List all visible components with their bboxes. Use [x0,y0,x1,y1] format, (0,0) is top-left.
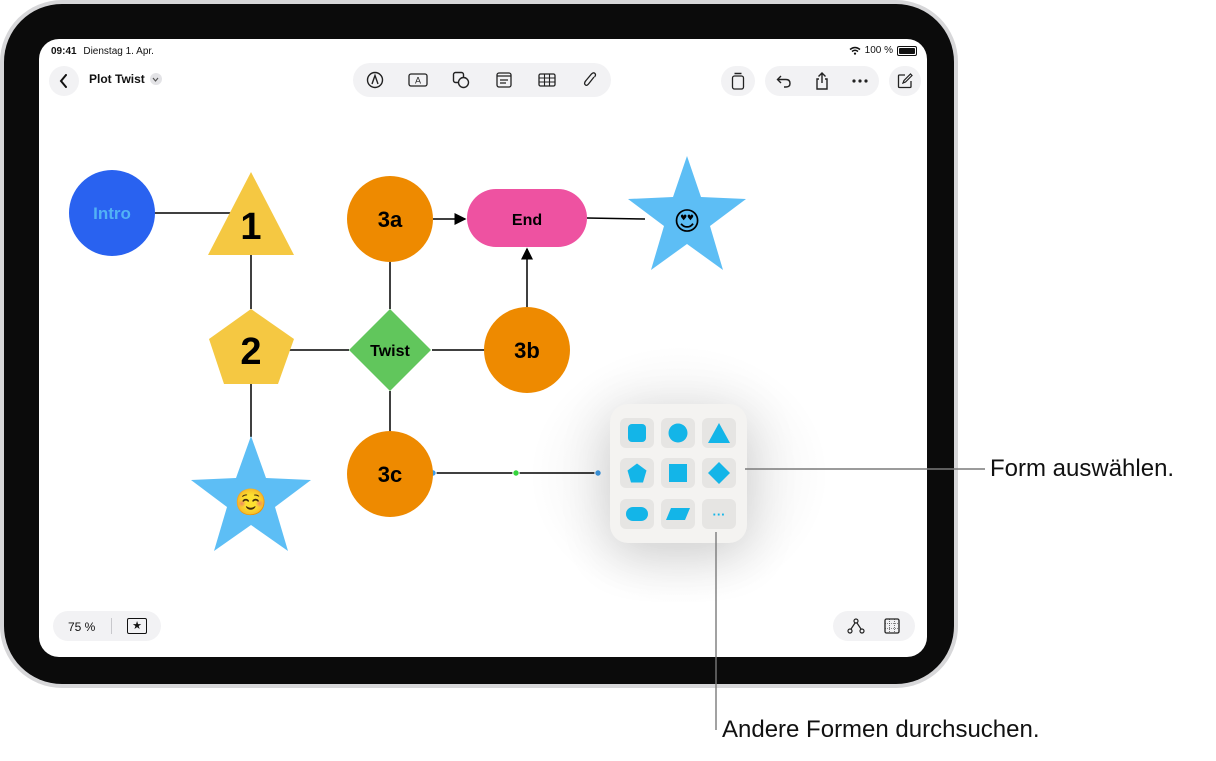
shape-pentagon-button[interactable] [620,458,654,488]
shape-capsule-button[interactable] [620,499,654,529]
more-icon[interactable] [845,66,875,96]
compose-icon [897,73,913,89]
actions-toolbar [765,66,879,96]
document-title[interactable]: Plot Twist [89,72,162,86]
battery-percent: 100 % [864,45,893,56]
pentagon-shape-icon [627,463,647,483]
zoom-control: 75 % ★ [53,611,161,641]
text-box-icon[interactable]: A [403,65,433,95]
node-1[interactable]: 1 [208,172,294,255]
shape-rounded-square-button[interactable] [620,418,654,448]
sticky-note-icon[interactable] [489,65,519,95]
diamond-shape-icon [708,462,730,484]
node-3b-label: 3b [514,338,540,363]
node-intro[interactable]: Intro [69,170,155,256]
chevron-left-icon [59,74,67,88]
more-shapes-button[interactable]: ··· [702,499,736,529]
chevron-down-icon[interactable] [149,73,162,85]
parallelogram-shape-icon [666,508,690,520]
node-end-label: End [512,212,542,229]
circle-shape-icon [668,423,688,443]
share-icon[interactable] [807,66,837,96]
node-twist[interactable]: Twist [349,309,431,391]
node-2-label: 2 [240,331,261,373]
status-right: 100 % [849,45,917,56]
resize-corner-icon [906,637,920,651]
bottom-right-tools [833,611,915,641]
node-2[interactable]: 2 [209,309,294,384]
rounded-square-shape-icon [628,424,646,442]
attachment-icon[interactable] [575,65,605,95]
wifi-icon [849,46,861,55]
favorite-view-icon[interactable]: ★ [127,618,147,634]
back-button[interactable] [49,66,79,96]
status-time: 09:41 [51,46,77,57]
shapes-icon[interactable] [446,65,476,95]
callout-browse-shapes: Andere Formen durchsuchen. [722,716,1040,743]
zoom-divider [111,618,112,634]
status-date: Dienstag 1. Apr. [83,46,154,57]
square-shape-icon [669,464,687,482]
node-3a[interactable]: 3a [347,176,433,262]
connector-end-star[interactable] [586,217,646,220]
connection-points-icon[interactable] [847,618,865,634]
shape-square-button[interactable] [661,458,695,488]
table-icon[interactable] [532,65,562,95]
undo-icon[interactable] [769,66,799,96]
capsule-shape-icon [626,507,648,521]
callout-select-shape: Form auswählen. [990,455,1175,482]
shape-picker-popover: ··· [610,404,747,543]
node-3a-label: 3a [378,207,403,232]
node-3b[interactable]: 3b [484,307,570,393]
shape-circle-button[interactable] [661,418,695,448]
svg-text:A: A [414,76,420,86]
node-end[interactable]: End [467,189,587,247]
node-intro-label: Intro [93,204,131,223]
document-title-label: Plot Twist [89,72,145,86]
shape-triangle-button[interactable] [702,418,736,448]
insert-toolbar: A [353,63,611,97]
ipad-bezel: 09:41 Dienstag 1. Apr. 100 % Plot Twist [4,4,954,684]
compose-button[interactable] [889,66,921,96]
clipboard-button[interactable] [721,66,755,96]
status-datetime: 09:41 Dienstag 1. Apr. [51,46,154,57]
grid-icon[interactable] [884,618,900,634]
shape-diamond-button[interactable] [702,458,736,488]
node-star-love[interactable]: 😍 [628,156,746,270]
node-1-label: 1 [240,206,261,248]
emoji-love-label: 😍 [673,207,700,237]
status-bar: 09:41 Dienstag 1. Apr. 100 % [39,39,927,61]
more-shapes-icon: ··· [712,506,726,522]
node-star-smile[interactable]: ☺️ [191,436,311,551]
battery-icon [897,45,917,56]
connector-mid-handle[interactable] [512,469,520,477]
emoji-smile-label: ☺️ [235,488,267,518]
node-twist-label: Twist [370,343,410,360]
node-3c-label: 3c [378,462,402,487]
ipad-device: 09:41 Dienstag 1. Apr. 100 % Plot Twist [0,0,958,688]
triangle-shape-icon [708,423,730,443]
freeform-screen: 09:41 Dienstag 1. Apr. 100 % Plot Twist [39,39,927,657]
node-3c[interactable]: 3c [347,431,433,517]
shape-parallelogram-button[interactable] [661,499,695,529]
zoom-level[interactable]: 75 % [68,620,96,634]
pen-tool-icon[interactable] [360,65,390,95]
clipboard-icon [731,72,745,90]
